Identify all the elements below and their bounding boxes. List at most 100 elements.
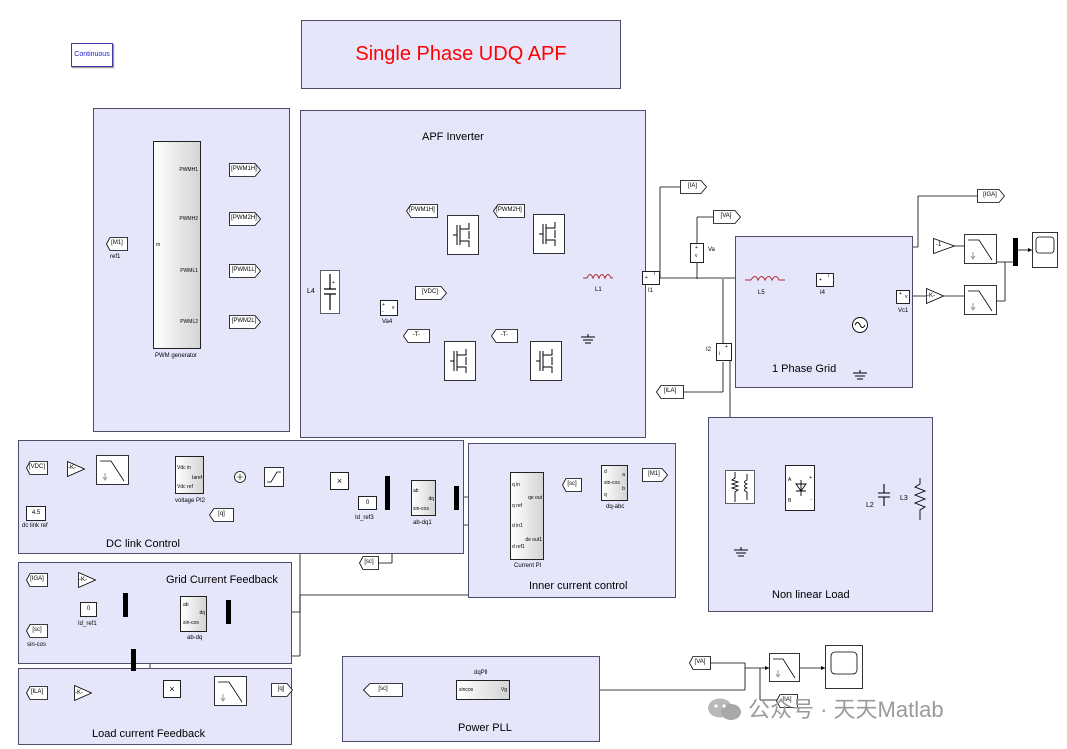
lowpass-filter-pll[interactable] bbox=[769, 653, 800, 682]
mux-dc[interactable] bbox=[385, 476, 391, 510]
goto-tag-pwm1l[interactable] bbox=[229, 264, 261, 278]
from-tag-q[interactable] bbox=[209, 508, 234, 522]
gain-k-gfb-label: -K- bbox=[79, 577, 87, 583]
demux-dc[interactable] bbox=[454, 486, 460, 510]
from-tag-t1[interactable] bbox=[403, 329, 430, 343]
gain-k-dc-block[interactable] bbox=[67, 461, 85, 477]
goto-tag-q-label: [q] bbox=[277, 686, 285, 692]
dc-link-control-title: DC link Control bbox=[106, 538, 180, 550]
goto-tag-m1[interactable] bbox=[642, 468, 668, 482]
goto-tag-pwm1h[interactable] bbox=[229, 163, 261, 177]
ground-icon-inverter bbox=[581, 334, 595, 344]
gain-minus1-block[interactable] bbox=[933, 238, 955, 254]
dq-abc-block[interactable]: d sin-cos q a b bbox=[601, 465, 628, 501]
lowpass-filter-lfb[interactable] bbox=[214, 676, 247, 706]
from-tag-vdc[interactable] bbox=[26, 461, 48, 475]
from-tag-pwm1h[interactable] bbox=[406, 204, 438, 218]
gain-k-dc-label: -K- bbox=[68, 465, 76, 471]
dqabc-port-d: d bbox=[604, 469, 607, 475]
goto-tag-pwm2h-label: [PWM2H] bbox=[231, 215, 257, 221]
current-pi-block[interactable]: q in q ref d in1 d ref1 qe out de out1 bbox=[510, 472, 544, 560]
inductor-l1-icon[interactable] bbox=[583, 272, 613, 284]
from-tag-vdc-label: [VDC] bbox=[28, 464, 45, 470]
current-measurement-i4[interactable]: + i bbox=[816, 273, 834, 287]
lowpass-filter-1[interactable] bbox=[964, 234, 997, 264]
from-tag-pwm2h[interactable] bbox=[493, 204, 525, 218]
sum-block-dc[interactable] bbox=[234, 471, 246, 483]
mux-grid[interactable] bbox=[1013, 238, 1019, 266]
goto-tag-pwm1h-label: [PWM1H] bbox=[231, 166, 257, 172]
dqpll-block[interactable]: sincos Vg bbox=[456, 680, 510, 700]
scope-grid[interactable] bbox=[1032, 232, 1058, 268]
const-id-ref3-block[interactable]: 0 bbox=[358, 496, 377, 510]
scope-pll[interactable] bbox=[825, 645, 863, 689]
mosfet-upper-left[interactable] bbox=[447, 215, 479, 255]
gain-k-grid-block[interactable] bbox=[926, 288, 944, 304]
goto-tag-pwm2l[interactable] bbox=[229, 315, 261, 329]
from-tag-ia[interactable] bbox=[776, 694, 798, 708]
vc1-port-v: v bbox=[905, 294, 908, 300]
mosfet-lower-right[interactable] bbox=[530, 341, 562, 381]
mosfet-lower-left[interactable] bbox=[444, 341, 476, 381]
from-tag-sc-dc[interactable] bbox=[359, 556, 379, 570]
from-tag-m1[interactable] bbox=[106, 237, 128, 251]
dc-capacitor-icon[interactable]: + bbox=[320, 270, 340, 314]
load-current-feedback-area: Load current Feedback bbox=[18, 668, 292, 745]
goto-tag-ila[interactable] bbox=[656, 385, 684, 399]
mosfet-upper-right[interactable] bbox=[533, 214, 565, 254]
rl-load-icon[interactable] bbox=[725, 470, 755, 504]
demux-gfb[interactable] bbox=[226, 600, 232, 624]
product-block-lfb[interactable]: × bbox=[163, 680, 181, 698]
ref1-label: ref1 bbox=[110, 254, 121, 260]
load-current-feedback-title: Load current Feedback bbox=[92, 728, 206, 740]
from-tag-sc-inner[interactable] bbox=[562, 478, 582, 492]
from-tag-t2[interactable] bbox=[491, 329, 518, 343]
inductor-l5-icon[interactable] bbox=[745, 274, 785, 286]
goto-tag-pwm2h[interactable] bbox=[229, 212, 261, 226]
lowpass-filter-dc[interactable] bbox=[96, 455, 129, 485]
current-measurement-i1[interactable]: + i bbox=[642, 271, 660, 285]
gain-k-lfb-block[interactable] bbox=[74, 685, 92, 701]
powergui-solver-block[interactable]: Continuous bbox=[71, 43, 113, 67]
ac-source-icon[interactable] bbox=[851, 316, 869, 334]
from-tag-ila[interactable] bbox=[26, 686, 48, 700]
goto-tag-vdc[interactable] bbox=[415, 286, 447, 300]
from-tag-sc-inner-label: [sc] bbox=[567, 481, 577, 487]
from-tag-va[interactable] bbox=[689, 656, 711, 670]
ab-dq1-block[interactable]: ab sin-cos dq bbox=[411, 480, 436, 516]
from-tag-pwm1h-label: [PWM1H] bbox=[409, 207, 435, 213]
from-tag-sc-gfb[interactable] bbox=[26, 624, 48, 638]
demux-lfb[interactable] bbox=[131, 649, 137, 671]
mux-gfb[interactable] bbox=[123, 593, 129, 617]
voltage-measurement-vc1[interactable]: + v bbox=[896, 290, 910, 304]
lowpass-filter-2[interactable] bbox=[964, 285, 997, 315]
pwm-port-h2: PWMH2 bbox=[179, 216, 198, 222]
ab-dq-block[interactable]: ab sin-cos dq bbox=[180, 596, 207, 632]
product-block-dc[interactable]: × bbox=[330, 472, 349, 490]
goto-tag-q[interactable] bbox=[271, 683, 293, 697]
const-id-ref1-block[interactable]: 0 bbox=[80, 602, 97, 617]
apf-inverter-area: APF Inverter bbox=[300, 110, 646, 438]
const-dc-ref-block[interactable]: 4.5 bbox=[26, 506, 46, 521]
gain-k-gfb-block[interactable] bbox=[78, 572, 96, 588]
goto-tag-vdc-label: [VDC] bbox=[421, 289, 438, 295]
saturation-block[interactable] bbox=[264, 467, 284, 487]
from-tag-iga[interactable] bbox=[26, 573, 48, 587]
va4-port-plus: + bbox=[382, 302, 385, 308]
bridge-port-a: A bbox=[788, 477, 792, 483]
bridge-port-plus: + bbox=[809, 475, 812, 481]
pwm-generator-block[interactable]: m PWMH1 PWMH2 PWML1 PWML2 bbox=[153, 141, 201, 349]
va4-port-minus: - bbox=[382, 309, 384, 315]
goto-tag-iga[interactable] bbox=[977, 189, 1005, 203]
goto-tag-va[interactable] bbox=[713, 210, 741, 224]
from-tag-va-label: [VA] bbox=[694, 659, 706, 665]
diode-bridge-block[interactable]: A B + - bbox=[785, 465, 815, 511]
goto-tag-ia[interactable] bbox=[680, 180, 707, 194]
voltage-pi-block[interactable]: Vdc in Vdc ref Iaref bbox=[175, 456, 204, 494]
voltage-measurement-va[interactable]: + v bbox=[690, 243, 704, 263]
load-resistor-icon[interactable] bbox=[912, 478, 928, 520]
goto-tag-sc[interactable] bbox=[363, 683, 403, 697]
voltage-measurement-va4[interactable]: + - v bbox=[380, 300, 398, 316]
current-measurement-i2[interactable]: + i bbox=[716, 343, 732, 361]
load-capacitor-icon[interactable] bbox=[876, 484, 892, 506]
